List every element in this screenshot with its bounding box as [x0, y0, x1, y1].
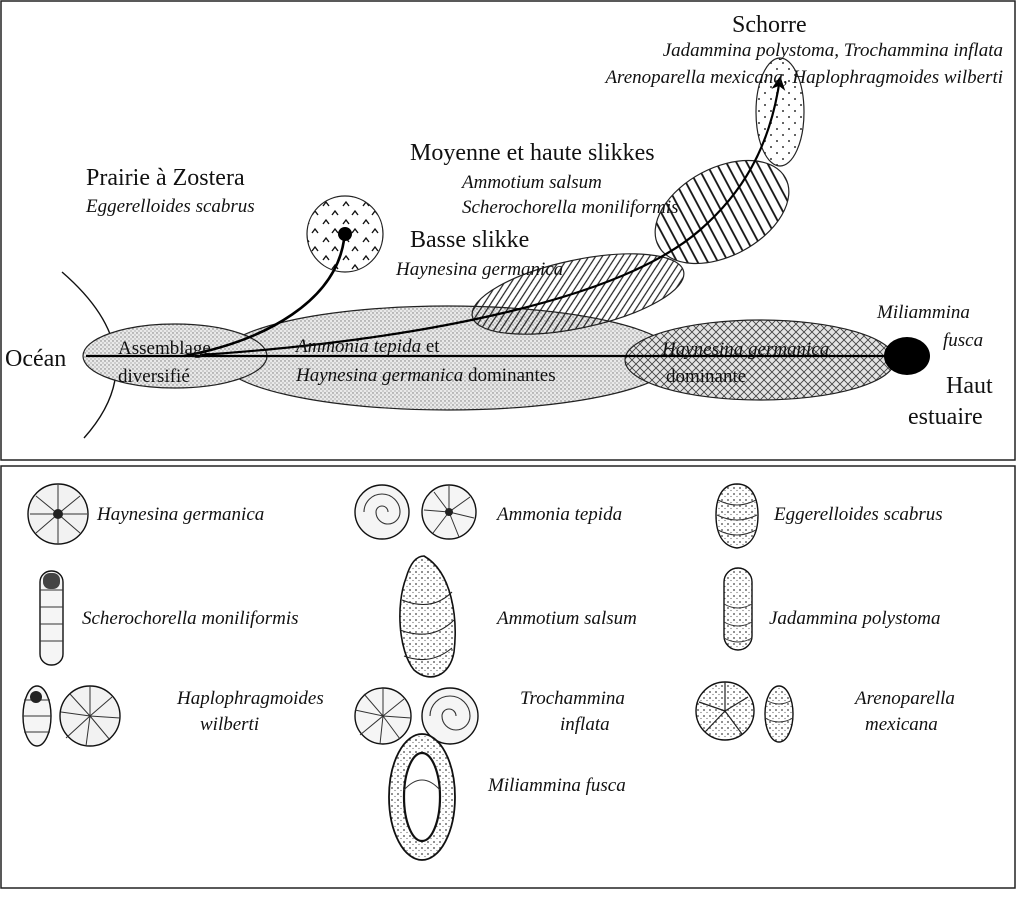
assemblage-line-1: Assemblage	[118, 338, 211, 359]
haynesina-germanica-icon	[28, 484, 88, 544]
legend-scherochorella: Scherochorella moniliformis	[82, 608, 299, 629]
legend-arenoparella-2: mexicana	[865, 714, 938, 735]
miliammina-line-1: Miliammina	[876, 302, 970, 323]
legend-haynesina: Haynesina germanica	[96, 504, 264, 525]
miliammina-fusca-icon	[389, 734, 455, 860]
zone-prairie-dot	[338, 227, 352, 241]
dominante-line-1: Haynesina germanica	[661, 339, 829, 360]
legend-haplophragmoides-2: wilberti	[200, 714, 259, 735]
basse-species: Haynesina germanica	[395, 259, 563, 280]
zone-dominante-ellipse	[625, 320, 895, 400]
miliammina-line-2: fusca	[943, 330, 983, 351]
jadammina-polystoma-icon	[724, 568, 752, 650]
legend-arenoparella-1: Arenoparella	[853, 688, 955, 709]
schorre-species-2: Arenoparella mexicana, Haplophragmoides …	[603, 67, 1003, 88]
schorre-species-1: Jadammina polystoma, Trochammina inflata	[663, 40, 1003, 61]
prairie-species: Eggerelloides scabrus	[85, 196, 255, 217]
legend-miliammina: Miliammina fusca	[487, 775, 626, 796]
legend-trochammina-1: Trochammina	[520, 688, 625, 709]
assemblage-line-2: diversifié	[118, 366, 190, 387]
schorre-title: Schorre	[732, 12, 807, 38]
legend-ammonia: Ammonia tepida	[495, 504, 622, 525]
haut-estuaire-line-2: estuaire	[908, 404, 983, 430]
dominantes-species-b: Haynesina germanica	[295, 365, 463, 386]
moyenne-haute-title: Moyenne et haute slikkes	[410, 140, 655, 166]
legend-jadammina: Jadammina polystoma	[769, 608, 941, 629]
eggerelloides-scabrus-icon	[716, 484, 758, 548]
legend-panel-frame	[1, 466, 1015, 888]
ocean-label: Océan	[5, 346, 66, 372]
dominantes-word: dominantes	[463, 365, 555, 386]
ammonia-tepida-icon	[355, 485, 476, 539]
moyenne-haute-species-2: Scherochorella moniliformis	[462, 197, 679, 218]
legend-ammotium: Ammotium salsum	[495, 608, 637, 629]
arenoparella-mexicana-icon	[696, 682, 793, 742]
dominantes-species-a: Ammonia tepida	[294, 336, 421, 357]
haut-estuaire-line-1: Haut	[946, 373, 993, 399]
dominantes-conj: et	[421, 336, 440, 357]
scherochorella-moniliformis-icon	[40, 571, 63, 665]
dominantes-line-2: Haynesina germanica dominantes	[295, 365, 556, 386]
legend-panel: Haynesina germanica Ammonia tepida Egger…	[1, 466, 1015, 888]
legend-haplophragmoides-1: Haplophragmoides	[176, 688, 324, 709]
legend-trochammina-2: inflata	[560, 714, 610, 735]
top-panel: Schorre Jadammina polystoma, Trochammina…	[1, 1, 1015, 460]
haplophragmoides-wilberti-icon	[23, 686, 120, 746]
prairie-title: Prairie à Zostera	[86, 165, 245, 191]
moyenne-haute-species-1: Ammotium salsum	[460, 172, 602, 193]
basse-title: Basse slikke	[410, 227, 529, 253]
dominantes-line-1: Ammonia tepida et	[294, 336, 440, 357]
dominante-line-2: dominante	[666, 366, 746, 387]
legend-eggerelloides: Eggerelloides scabrus	[773, 504, 943, 525]
ammotium-salsum-icon	[400, 556, 455, 677]
